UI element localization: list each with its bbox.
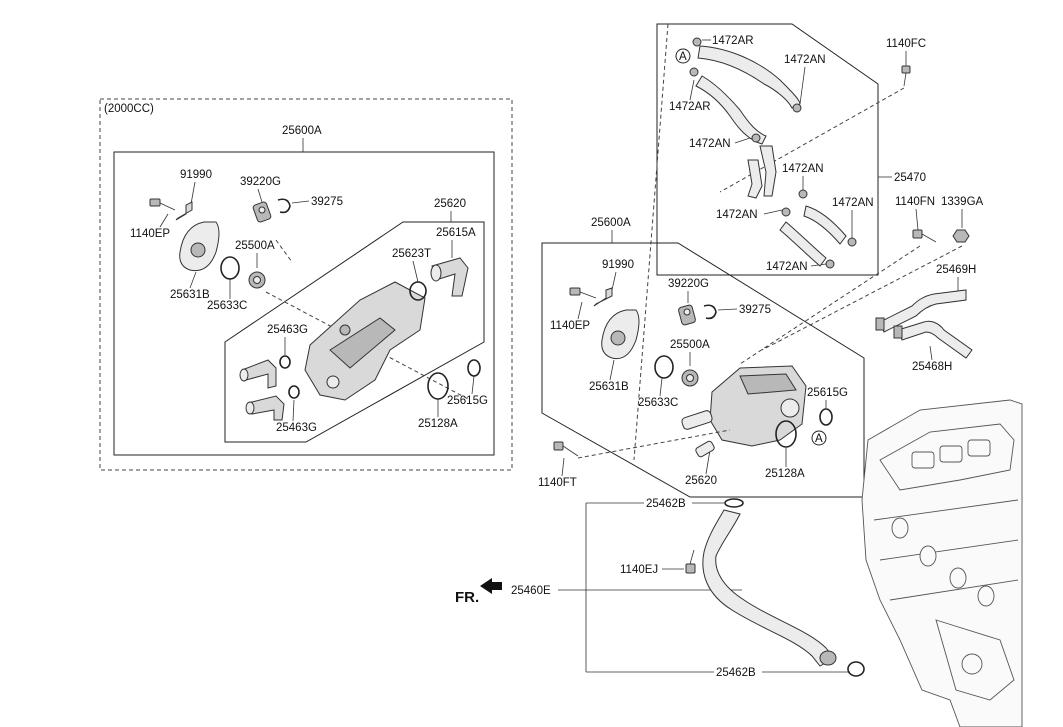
- left-label-25463G-top: 25463G: [267, 324, 308, 336]
- left-label-1140EP: 1140EP: [130, 228, 170, 240]
- right-label-25620: 25620: [685, 475, 717, 487]
- hose-label-1472AR-2: 1472AR: [669, 101, 711, 113]
- left-oring-25615G-icon: [467, 359, 481, 377]
- right-gasket-25128A-icon: [775, 420, 797, 448]
- right-label-25631B: 25631B: [589, 381, 629, 393]
- right-bolt-1140FT-icon: [553, 441, 579, 457]
- left-fitting-upper: [239, 359, 277, 389]
- left-housing-25620: [304, 281, 426, 401]
- left-label-25620: 25620: [434, 198, 466, 210]
- right-label-25633C: 25633C: [638, 397, 678, 409]
- left-label-91990: 91990: [180, 169, 212, 181]
- label-1140FN: 1140FN: [895, 196, 935, 208]
- left-label-25463G-bottom: 25463G: [276, 422, 317, 434]
- left-label-25623T: 25623T: [392, 248, 431, 260]
- right-bolt-1140EP-icon: [569, 287, 597, 299]
- left-cover-25631B: [179, 221, 220, 272]
- left-label-25631B: 25631B: [170, 289, 210, 301]
- right-label-91990: 91990: [602, 259, 634, 271]
- left-oring-25463G-bottom-icon: [288, 385, 300, 399]
- right-label-1140EP: 1140EP: [550, 320, 590, 332]
- hose-label-1472AN-1: 1472AN: [784, 54, 826, 66]
- left-label-25615G: 25615G: [447, 395, 488, 407]
- left-label-39275: 39275: [311, 196, 343, 208]
- hose-clamps: [689, 37, 857, 269]
- left-sensor-39220G-icon: [252, 201, 272, 223]
- left-gasket-25128A-icon: [427, 372, 449, 400]
- variant-dashed-frame: [99, 98, 513, 471]
- coolant-pipe-25460E: [702, 509, 837, 667]
- callout-marker-bottom: A: [811, 430, 827, 446]
- left-housing-subframe: [224, 221, 485, 443]
- label-1339GA: 1339GA: [941, 196, 984, 208]
- svg-text:A: A: [679, 51, 687, 63]
- left-fitting-lower: [245, 395, 285, 421]
- left-assembly-frame: [113, 151, 495, 456]
- hose-label-1472AN-6: 1472AN: [766, 261, 808, 273]
- left-bracket-91990: [175, 201, 193, 221]
- left-bolt-1140EP-icon: [149, 198, 176, 211]
- left-label-25500A: 25500A: [235, 240, 275, 252]
- right-gasket-25633C-icon: [654, 355, 674, 379]
- pipe-25468H: [893, 320, 973, 359]
- label-1140EJ: 1140EJ: [620, 564, 658, 576]
- hose-label-1472AN-4: 1472AN: [832, 197, 874, 209]
- hose-middle: [747, 145, 777, 199]
- hose-label-1472AR-1: 1472AR: [712, 35, 754, 47]
- hose-lower: [779, 205, 847, 267]
- nut-1339GA-icon: [952, 229, 970, 243]
- hose-label-1472AN-3: 1472AN: [782, 163, 824, 175]
- right-label-1140FT: 1140FT: [538, 477, 577, 489]
- left-assembly-label: 25600A: [282, 125, 322, 137]
- front-arrow-icon: [480, 578, 502, 594]
- engine-block: [861, 399, 1023, 727]
- left-label-25128A: 25128A: [418, 418, 458, 430]
- label-25462B-bottom: 25462B: [716, 667, 756, 679]
- left-label-25615A: 25615A: [436, 227, 476, 239]
- hose-upper: [695, 45, 801, 145]
- left-label-39220G: 39220G: [240, 176, 281, 188]
- right-label-39275: 39275: [739, 304, 771, 316]
- left-clip-39275-icon: [277, 198, 291, 214]
- left-pipe-25615A: [430, 257, 469, 297]
- hose-label-1472AN-5: 1472AN: [716, 209, 758, 221]
- right-label-25128A: 25128A: [765, 468, 805, 480]
- left-thermostat-25500A-icon: [248, 271, 266, 289]
- pipe-oring-bottom-icon: [847, 661, 865, 677]
- bolt-1140FC-icon: [901, 65, 911, 87]
- label-25462B-top: 25462B: [646, 498, 686, 510]
- right-bracket-91990: [593, 287, 613, 307]
- direction-indicator: FR.: [455, 578, 502, 606]
- right-assembly-label: 25600A: [591, 217, 631, 229]
- right-clip-39275-icon: [703, 304, 717, 320]
- svg-text:FR.: FR.: [455, 589, 479, 606]
- label-25460E: 25460E: [511, 585, 551, 597]
- left-gasket-25623T-icon: [409, 281, 427, 301]
- label-1140FC: 1140FC: [886, 38, 926, 50]
- hose-label-1472AN-2: 1472AN: [689, 138, 731, 150]
- right-thermostat-25500A-icon: [681, 369, 699, 387]
- right-label-25615G: 25615G: [807, 387, 848, 399]
- variant-label: (2000CC): [104, 103, 154, 115]
- right-oring-25615G-icon: [819, 408, 833, 426]
- left-oring-25463G-top-icon: [279, 355, 291, 369]
- left-label-25633C: 25633C: [207, 300, 247, 312]
- hose-assembly-frame: [656, 23, 879, 276]
- right-sensor-39220G-icon: [678, 304, 696, 326]
- callout-marker-top: A: [675, 48, 691, 64]
- pipe-oring-top-icon: [724, 498, 744, 508]
- svg-text:A: A: [815, 433, 823, 445]
- right-label-25500A: 25500A: [670, 339, 710, 351]
- right-housing-25620: [681, 365, 807, 458]
- right-label-39220G: 39220G: [668, 278, 709, 290]
- label-25469H: 25469H: [936, 264, 976, 276]
- left-gasket-25633C-icon: [220, 256, 240, 280]
- bolt-1140EJ-icon: [685, 549, 696, 574]
- hose-assembly-label: 25470: [894, 172, 926, 184]
- right-cover-25631B: [601, 309, 640, 360]
- bolt-1140FN-icon: [912, 229, 937, 243]
- label-25468H: 25468H: [912, 361, 952, 373]
- pipe-25469H: [875, 289, 967, 333]
